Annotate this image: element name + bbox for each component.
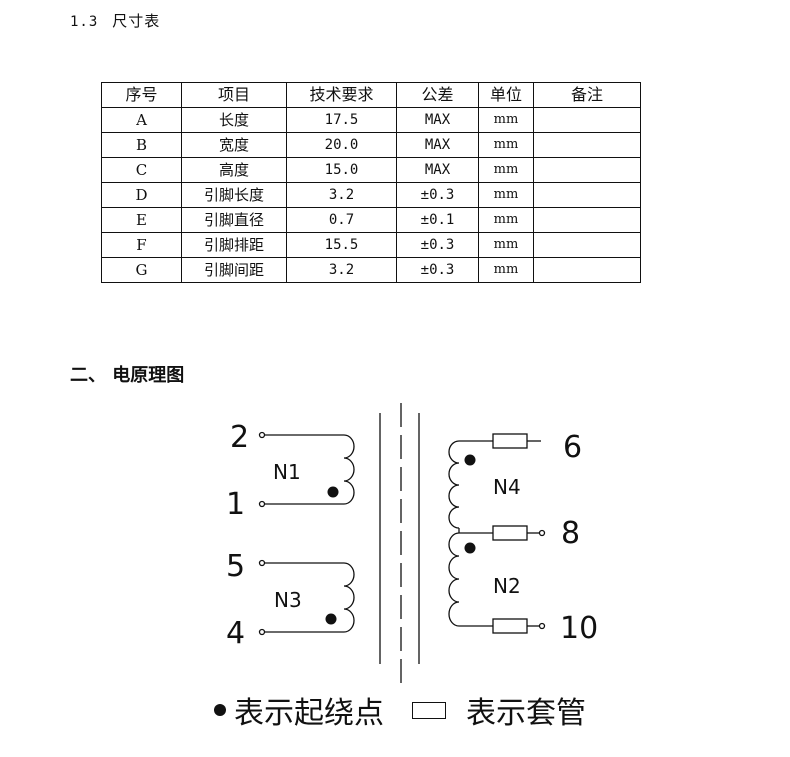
cell-tolerance: ±0.1	[396, 207, 479, 233]
section-title: 尺寸表	[112, 12, 161, 30]
header-cell: 单位	[478, 82, 534, 108]
start-dot-icon	[327, 486, 339, 498]
pin-label-10: 10	[560, 611, 598, 646]
table-row: E 引脚直径 0.7 ±0.1 mm	[101, 207, 641, 233]
cell-id: G	[101, 257, 182, 283]
winding-n1	[258, 431, 355, 508]
table-row: B 宽度 20.0 MAX mm	[101, 132, 641, 158]
cell-unit: mm	[478, 107, 534, 133]
cell-tolerance: ±0.3	[396, 182, 479, 208]
cell-spec: 0.7	[286, 207, 397, 233]
header-cell: 项目	[181, 82, 287, 108]
cell-item: 引脚直径	[181, 207, 287, 233]
legend-dot-text: 表示起绕点	[234, 696, 384, 731]
pin-terminal	[538, 622, 546, 630]
table-row: A 长度 17.5 MAX mm	[101, 107, 641, 133]
pin-label-8: 8	[561, 516, 580, 551]
cell-unit: mm	[478, 182, 534, 208]
cell-id: F	[101, 232, 182, 258]
winding-label-n1: N1	[273, 460, 301, 484]
cell-remark	[533, 257, 641, 283]
header-cell: 备注	[533, 82, 641, 108]
pin-terminal	[538, 529, 546, 537]
cell-id: E	[101, 207, 182, 233]
cell-tolerance: MAX	[396, 107, 479, 133]
cell-remark	[533, 107, 641, 133]
cell-spec: 20.0	[286, 132, 397, 158]
cell-id: B	[101, 132, 182, 158]
transformer-core	[379, 403, 420, 685]
cell-remark	[533, 132, 641, 158]
table-row: F 引脚排距 15.5 ±0.3 mm	[101, 232, 641, 258]
cell-tolerance: MAX	[396, 132, 479, 158]
start-dot-icon	[464, 542, 476, 554]
header-cell: 技术要求	[286, 82, 397, 108]
cell-item: 高度	[181, 157, 287, 183]
transformer-schematic: 2 1 5 4 6 8 10 N1 N3 N4 N2	[226, 403, 598, 685]
start-dot-icon	[464, 454, 476, 466]
winding-n4	[448, 433, 541, 533]
cell-item: 宽度	[181, 132, 287, 158]
cell-item: 引脚长度	[181, 182, 287, 208]
schematic-legend: 表示起绕点 表示套管	[214, 688, 586, 732]
winding-label-n4: N4	[493, 475, 521, 499]
winding-n3	[258, 559, 355, 636]
cell-id: C	[101, 157, 182, 183]
pin-terminal	[258, 559, 266, 567]
winding-label-n2: N2	[493, 574, 521, 598]
section-heading-dimensions: 1.3 尺寸表	[70, 10, 160, 31]
tap-pin-8	[459, 525, 546, 541]
pin-label-2: 2	[230, 420, 249, 455]
pin-terminal	[258, 628, 266, 636]
cell-remark	[533, 182, 641, 208]
pin-label-5: 5	[226, 549, 245, 584]
cell-spec: 17.5	[286, 107, 397, 133]
pin-terminal	[258, 500, 266, 508]
sleeve-box-icon	[412, 701, 446, 719]
cell-item: 引脚排距	[181, 232, 287, 258]
pin-terminal	[258, 431, 266, 439]
pin-label-1: 1	[226, 487, 245, 522]
section-number: 1.3	[70, 14, 99, 30]
cell-id: A	[101, 107, 182, 133]
sleeve-box	[492, 525, 528, 541]
cell-spec: 3.2	[286, 257, 397, 283]
cell-tolerance: ±0.3	[396, 232, 479, 258]
winding-n2	[448, 532, 546, 634]
cell-unit: mm	[478, 207, 534, 233]
cell-tolerance: MAX	[396, 157, 479, 183]
table-header-row: 序号 项目 技术要求 公差 单位 备注	[101, 82, 641, 108]
dimension-table: 序号 项目 技术要求 公差 单位 备注 A 长度 17.5 MAX mm B 宽…	[101, 82, 641, 283]
cell-spec: 15.0	[286, 157, 397, 183]
cell-spec: 3.2	[286, 182, 397, 208]
cell-item: 引脚间距	[181, 257, 287, 283]
cell-unit: mm	[478, 257, 534, 283]
cell-unit: mm	[478, 157, 534, 183]
pin-label-6: 6	[563, 430, 582, 465]
section-heading-schematic: 二、 电原理图	[70, 365, 185, 386]
winding-label-n3: N3	[274, 588, 302, 612]
cell-spec: 15.5	[286, 232, 397, 258]
cell-unit: mm	[478, 232, 534, 258]
table-row: D 引脚长度 3.2 ±0.3 mm	[101, 182, 641, 208]
sleeve-box	[492, 618, 528, 634]
cell-remark	[533, 232, 641, 258]
header-cell: 序号	[101, 82, 182, 108]
cell-unit: mm	[478, 132, 534, 158]
cell-item: 长度	[181, 107, 287, 133]
cell-remark	[533, 157, 641, 183]
table-row: G 引脚间距 3.2 ±0.3 mm	[101, 257, 641, 283]
table-row: C 高度 15.0 MAX mm	[101, 157, 641, 183]
cell-id: D	[101, 182, 182, 208]
cell-tolerance: ±0.3	[396, 257, 479, 283]
header-cell: 公差	[396, 82, 479, 108]
pin-label-4: 4	[226, 616, 245, 651]
start-dot-icon	[325, 613, 337, 625]
start-dot-icon	[214, 704, 226, 716]
cell-remark	[533, 207, 641, 233]
sleeve-box	[492, 433, 528, 449]
legend-box-text: 表示套管	[466, 696, 586, 731]
